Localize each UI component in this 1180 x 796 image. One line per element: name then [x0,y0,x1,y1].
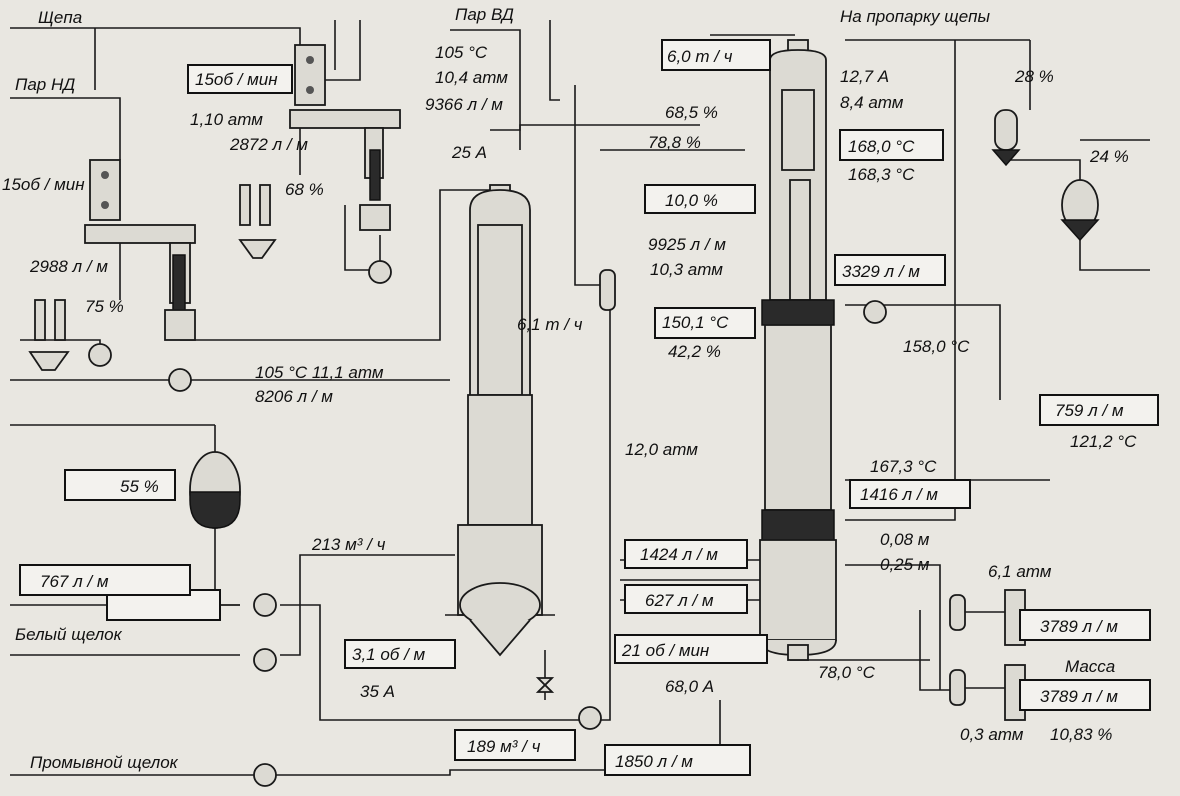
feeder2-speed: 15об / мин [2,175,85,194]
label-wash-liquor: Промывной щелок [30,753,179,772]
pipelines [10,20,1150,776]
feeder1-speed: 15об / мин [195,70,278,89]
hp-press: 10,4 атм [435,68,508,87]
sand-separator-upper [238,184,277,259]
label-steam-hp: Пар ВД [455,5,514,24]
level-008: 0,08 м [880,530,930,549]
pct-75: 75 % [85,297,124,316]
flow-767: 767 л / м [40,572,109,591]
flow-627: 627 л / м [645,591,714,610]
press-03: 0,3 атм [960,725,1024,744]
hp-temp: 105 °С [435,43,488,62]
pct-1083: 10,83 % [1050,725,1112,744]
flow-2872: 2872 л / м [229,135,308,154]
pct-28: 28 % [1014,67,1054,86]
temp-1673: 167,3 °С [870,457,937,476]
press-84: 8,4 атм [840,93,904,112]
press-120: 12,0 атм [625,440,698,459]
rate-60: 6,0 т / ч [667,47,733,66]
line-105-111: 105 °С 11,1 атм [255,363,384,382]
pressure-110: 1,10 атм [190,110,263,129]
press-103: 10,3 атм [650,260,723,279]
valve [535,677,555,693]
flow-1416: 1416 л / м [860,485,938,504]
m3-189: 189 м³ / ч [467,737,541,756]
flow-9925: 9925 л / м [648,235,726,254]
in-line-filter [599,269,616,311]
flow-2988: 2988 л / м [29,257,108,276]
flow-3329: 3329 л / м [842,262,920,281]
label-to-steaming: На пропарку щепы [840,7,991,26]
label-chips: Щепа [38,8,82,27]
amp-25: 25 А [451,143,487,162]
digester [759,39,837,661]
impregnation-vessel [445,184,555,657]
chip-feeder-upper [289,44,401,231]
sand-separator-lower [28,299,70,371]
amp-35: 35 А [360,682,395,701]
liquor-tank [189,451,241,529]
press-61: 6,1 атм [988,562,1052,581]
separator-28 [991,109,1021,167]
chip-feeder-lower [84,159,196,341]
pct-100: 10,0 % [665,191,718,210]
value-boxes [19,39,1159,776]
rate-61: 6,1 т / ч [517,315,583,334]
flow-759: 759 л / м [1055,401,1124,420]
hp-flow: 9366 л / м [425,95,503,114]
rpm-21: 21 об / мин [621,641,710,660]
pumps [88,260,887,787]
label-pulp: Масса [1065,657,1115,676]
flow-3789a: 3789 л / м [1040,617,1118,636]
temp-1683: 168,3 °С [848,165,915,184]
temp-1680: 168,0 °С [848,137,915,156]
pct-68: 68 % [285,180,324,199]
blow-units [949,589,1026,721]
pct-24: 24 % [1089,147,1129,166]
flow-8206: 8206 л / м [255,387,333,406]
temp-780: 78,0 °С [818,663,876,682]
flow-3789b: 3789 л / м [1040,687,1118,706]
label-white-liquor: Белый щелок [15,625,123,644]
separator-24 [1060,179,1100,242]
amp-127: 12,7 А [840,67,889,86]
amp-680: 68,0 А [665,677,714,696]
pct-55: 55 % [120,477,159,496]
flow-1424: 1424 л / м [640,545,718,564]
temp-1212: 121,2 °С [1070,432,1137,451]
temp-1580: 158,0 °С [903,337,970,356]
flow-1850: 1850 л / м [615,752,693,771]
pct-422: 42,2 % [668,342,721,361]
label-steam-lp: Пар НД [15,75,75,94]
temp-1501: 150,1 °С [662,313,729,332]
pct-685: 68,5 % [665,103,718,122]
m3-213: 213 м³ / ч [311,535,386,554]
pct-788: 78,8 % [648,133,701,152]
rpm-31: 3,1 об / м [352,645,426,664]
level-025: 0,25 м [880,555,930,574]
